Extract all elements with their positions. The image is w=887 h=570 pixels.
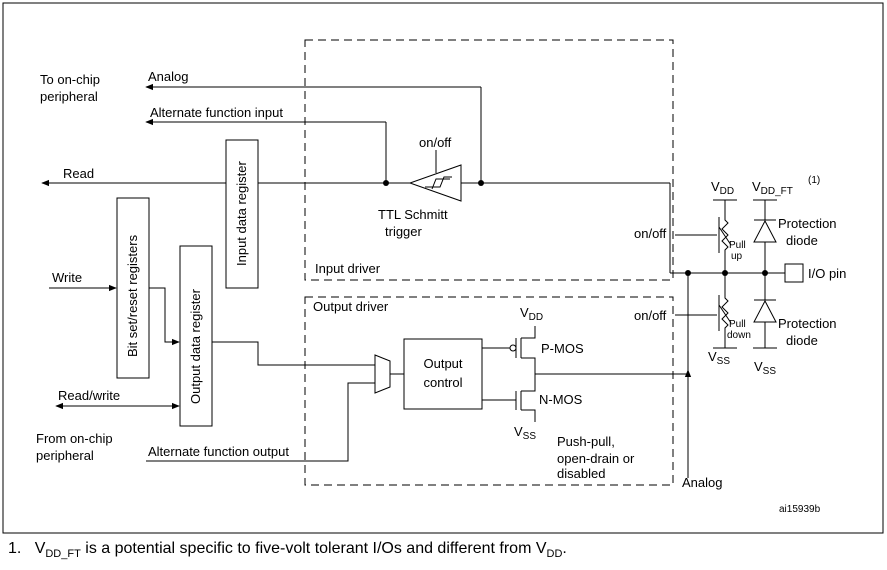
pull-down-resistor [675, 273, 737, 349]
bit-set-reset-label: Bit set/reset registers [125, 234, 140, 357]
output-driver-label: Output driver [313, 299, 389, 314]
bsr-to-odr-arrow [149, 287, 180, 346]
to-onchip-label-2: peripheral [40, 89, 98, 104]
mos-transistors [482, 326, 688, 422]
footnote: 1. VDD_FT is a potential specific to fiv… [8, 540, 567, 561]
schmitt-trigger [408, 150, 462, 202]
vddft-label: VDD_FT [752, 179, 793, 197]
figure-ref: ai15939b [779, 504, 821, 515]
to-onchip-label: To on-chip [40, 72, 100, 87]
io-port-diagram: Input data register Bit set/reset regist… [2, 2, 884, 534]
svg-text:up: up [731, 251, 743, 262]
svg-text:Pull: Pull [729, 319, 746, 330]
ttl-label-2: trigger [385, 224, 423, 239]
analog-input-line [145, 83, 482, 183]
svg-text:down: down [727, 330, 751, 341]
svg-text:open-drain or: open-drain or [557, 451, 635, 466]
trigger-on-off-label: on/off [419, 135, 452, 150]
alt-func-output-line [146, 382, 375, 462]
input-driver-box [304, 39, 674, 281]
input-data-register: Input data register [225, 139, 259, 289]
read-line [41, 179, 671, 273]
pmos-label: P-MOS [541, 341, 584, 356]
vddft-footnote-ref: (1) [808, 175, 820, 186]
protection-diode-top [753, 199, 777, 273]
output-control-block: Output control [403, 338, 483, 410]
push-pull-label: Push-pull, [557, 434, 615, 449]
alt-func-output-label: Alternate function output [148, 444, 289, 459]
svg-text:diode: diode [786, 233, 818, 248]
protection-diode-top-label: Protection [778, 216, 837, 231]
analog-top-label: Analog [148, 69, 188, 84]
analog-bottom-label: Analog [682, 475, 722, 490]
alt-func-input-line [145, 118, 387, 183]
pull-down-on-off-label: on/off [634, 308, 667, 323]
protection-diode-bottom-label: Protection [778, 316, 837, 331]
input-data-register-label: Input data register [234, 161, 249, 266]
output-mux [374, 354, 391, 394]
protection-diode-bottom [753, 273, 777, 349]
from-onchip-label-2: peripheral [36, 448, 94, 463]
read-label: Read [63, 166, 94, 181]
output-driver-box [304, 296, 674, 486]
vss-diode-label: VSS [754, 359, 776, 377]
ttl-label: TTL Schmitt [378, 207, 448, 222]
svg-text:Pull: Pull [729, 240, 746, 251]
svg-text:disabled: disabled [557, 466, 605, 481]
vss-nmos-label: VSS [514, 424, 536, 442]
io-pin-pad [784, 263, 804, 283]
io-pin-label: I/O pin [808, 266, 846, 281]
svg-text:Output: Output [423, 356, 462, 371]
write-label: Write [52, 270, 82, 285]
output-data-register-label: Output data register [188, 288, 203, 404]
vss-pull-label: VSS [708, 349, 730, 367]
bit-set-reset-registers: Bit set/reset registers [116, 197, 150, 379]
svg-text:control: control [423, 375, 462, 390]
alt-func-input-label: Alternate function input [150, 105, 283, 120]
vdd-pmos-label: VDD [520, 305, 543, 323]
read-write-label: Read/write [58, 388, 120, 403]
output-data-register: Output data register [179, 245, 213, 427]
nmos-label: N-MOS [539, 392, 583, 407]
input-driver-label: Input driver [315, 261, 381, 276]
vdd-label: VDD [711, 179, 734, 197]
svg-text:diode: diode [786, 333, 818, 348]
odr-to-mux-line [212, 341, 375, 366]
from-onchip-label: From on-chip [36, 431, 113, 446]
pull-up-on-off-label: on/off [634, 226, 667, 241]
diagram-frame [2, 2, 884, 534]
pull-up-resistor [675, 199, 737, 273]
